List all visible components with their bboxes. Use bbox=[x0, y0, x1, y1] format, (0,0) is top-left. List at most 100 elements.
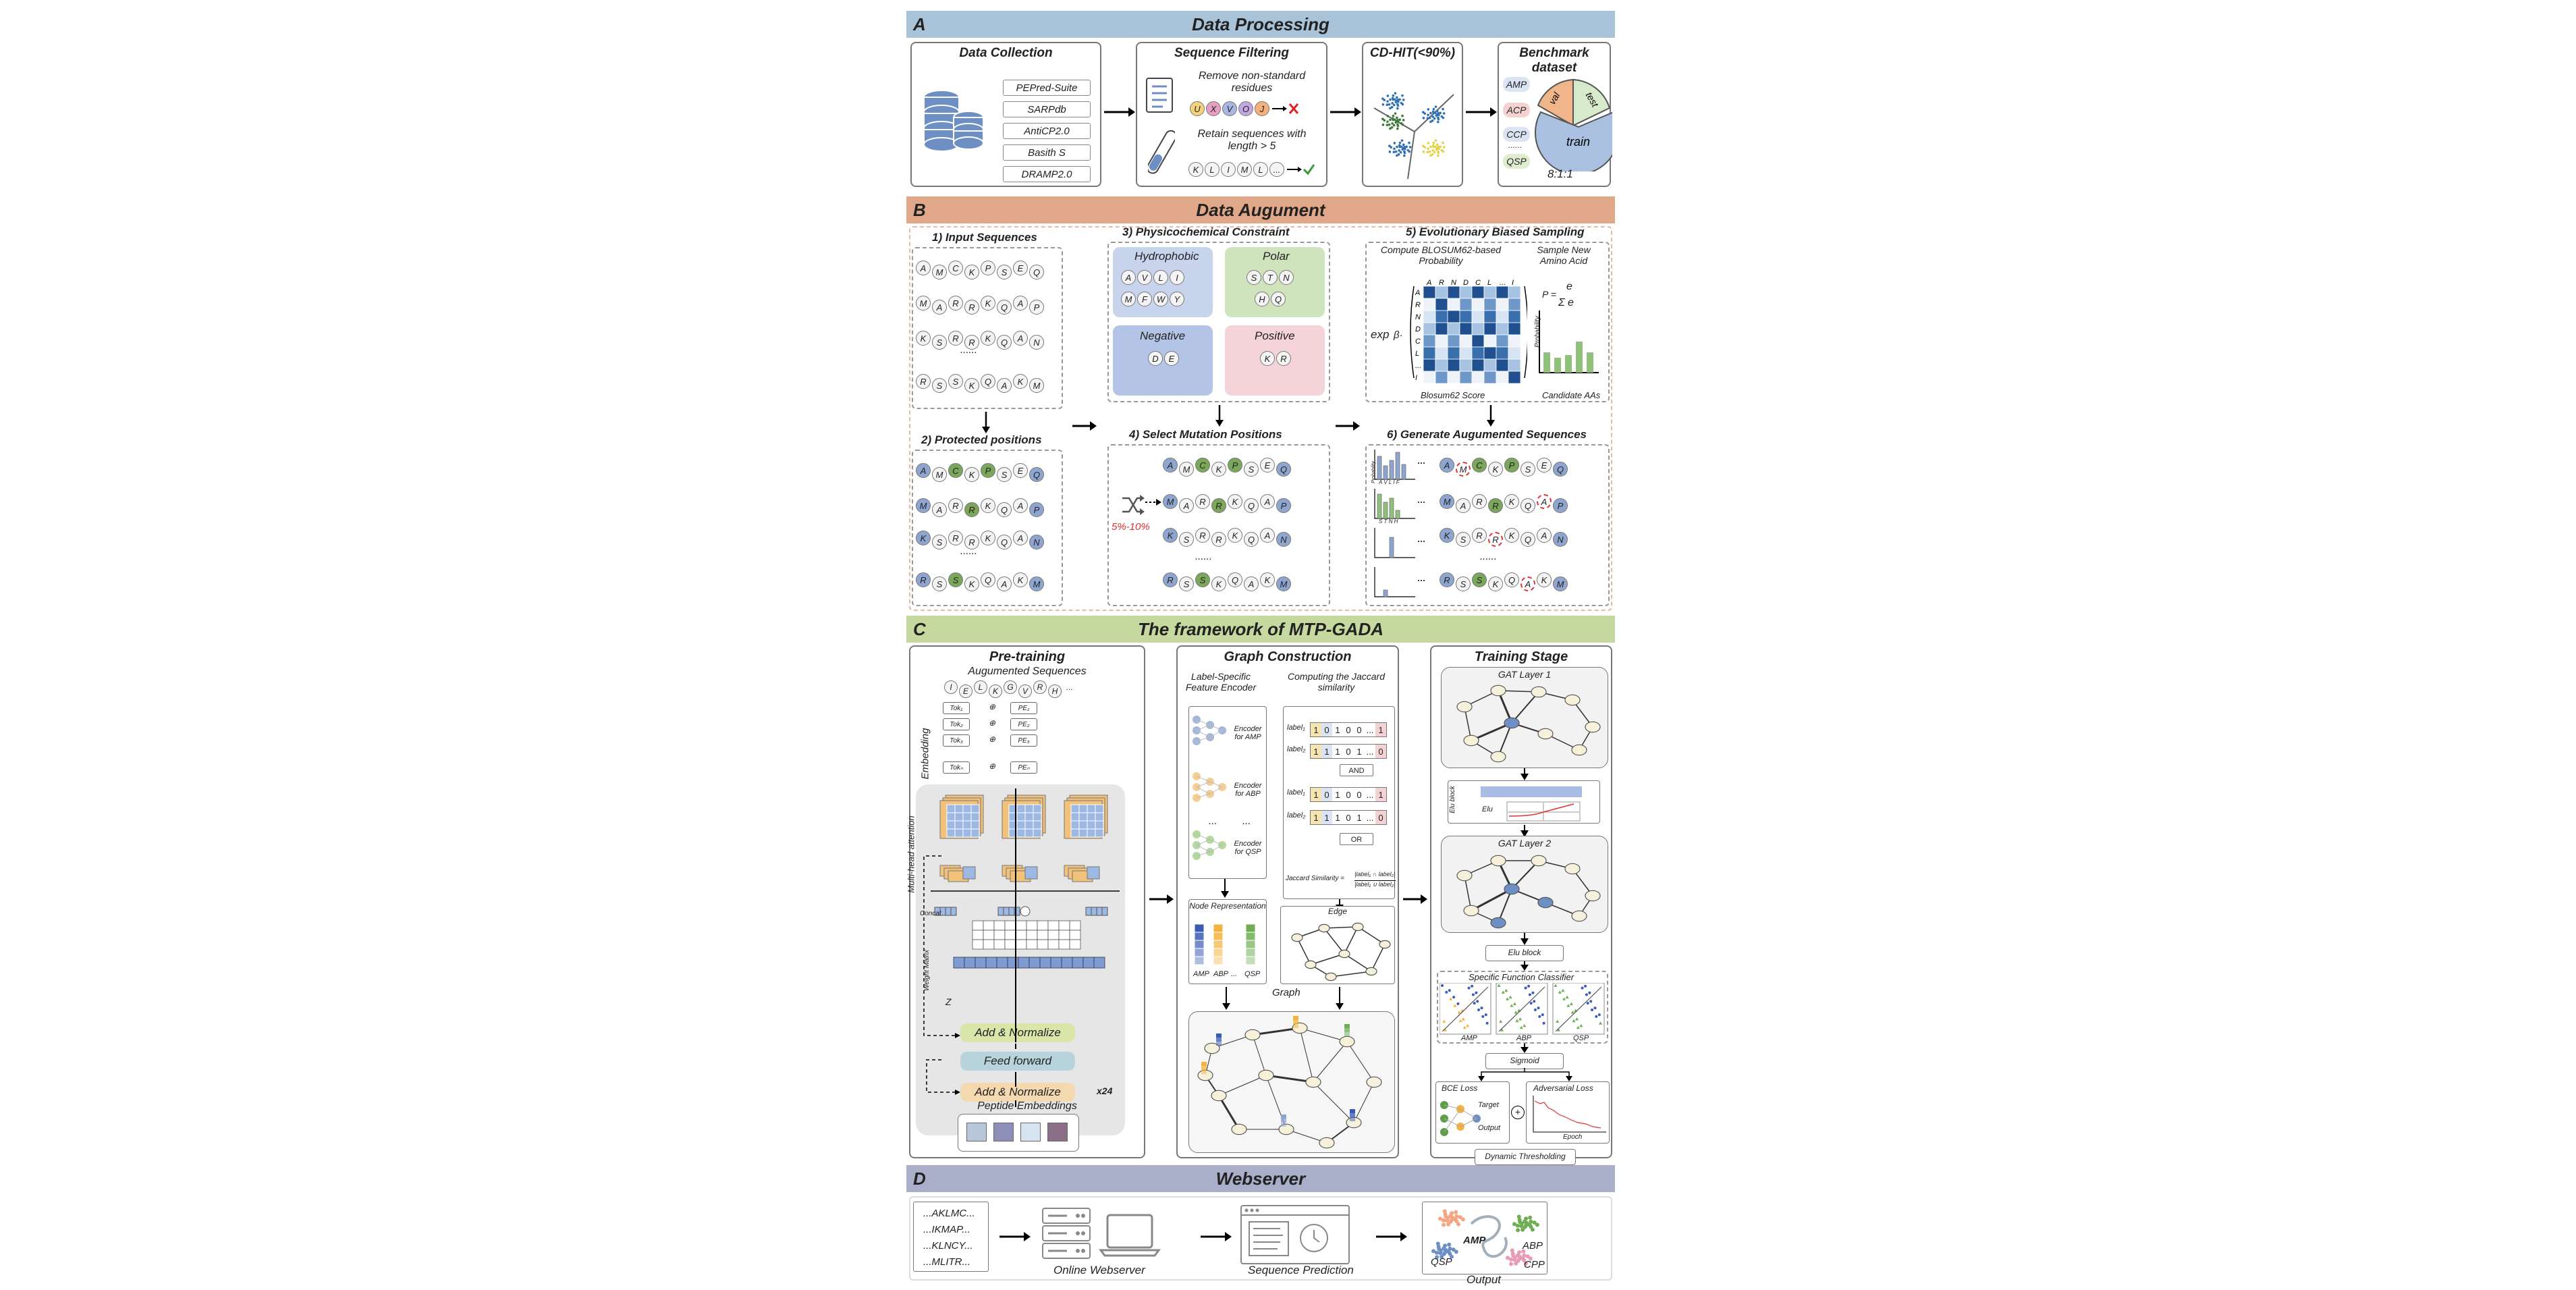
arrow-c1 bbox=[1149, 894, 1174, 904]
band-c: C The framework of MTP-GADA bbox=[906, 616, 1615, 643]
output-point bbox=[1446, 1222, 1451, 1227]
blosum-cell bbox=[1459, 298, 1473, 311]
classifier-point bbox=[1591, 1009, 1593, 1011]
node-vector-cell bbox=[1195, 948, 1205, 957]
gat2-box: GAT Layer 2 bbox=[1441, 836, 1608, 933]
letter-l: L bbox=[1205, 162, 1220, 177]
cluster-dot bbox=[1402, 119, 1405, 122]
cluster-dot bbox=[1431, 149, 1434, 152]
cluster-dot bbox=[1401, 103, 1404, 106]
polar-label: Polar bbox=[1263, 250, 1290, 263]
blosum-cell bbox=[1435, 334, 1448, 348]
bce-network bbox=[1440, 1101, 1481, 1136]
gen-residue: A bbox=[1440, 458, 1454, 473]
cluster-dot bbox=[1398, 98, 1401, 101]
benchmark-box: Benchmark dataset AMP ACP CCP ...... QSP… bbox=[1498, 42, 1612, 187]
classifier-point bbox=[1524, 986, 1527, 990]
arrow-shuffle bbox=[1145, 499, 1161, 506]
cluster-dot bbox=[1403, 145, 1406, 149]
protected-residue: K bbox=[1013, 572, 1028, 587]
classifier-point bbox=[1471, 993, 1475, 996]
output-point bbox=[1522, 1258, 1527, 1263]
gat2-graph bbox=[1456, 855, 1601, 929]
jaccard-bit: 1 bbox=[1321, 745, 1332, 758]
aa-f: F bbox=[1137, 292, 1152, 306]
cluster-dot bbox=[1431, 119, 1434, 122]
pre-residue: V bbox=[1018, 684, 1032, 698]
cluster-dot bbox=[1431, 144, 1435, 147]
blosum-col-label: R bbox=[1439, 279, 1444, 287]
protected-residue: Q bbox=[997, 535, 1012, 549]
aa-s: S bbox=[1246, 270, 1261, 285]
class-qsp: QSP bbox=[1503, 154, 1530, 169]
select-residue: R bbox=[1195, 528, 1210, 543]
test-tube-icon bbox=[1148, 130, 1175, 174]
arrow-t5 bbox=[1520, 1044, 1529, 1053]
graph-edge bbox=[1344, 926, 1359, 955]
arrow-a1 bbox=[1104, 107, 1135, 117]
or-op: OR bbox=[1340, 833, 1373, 845]
graph-node bbox=[1490, 751, 1506, 763]
classifier-point bbox=[1556, 1019, 1560, 1023]
letter-u: U bbox=[1190, 101, 1205, 116]
pre-embedding: Embedding bbox=[919, 728, 931, 780]
gen-residue: M bbox=[1553, 576, 1568, 591]
evo-right-label: Sample New Amino Acid bbox=[1537, 244, 1591, 266]
blosum-cell bbox=[1447, 310, 1460, 323]
elu-block-label: Elu block bbox=[1448, 786, 1456, 813]
graph-node bbox=[1585, 890, 1601, 902]
select-residue: Q bbox=[1244, 498, 1259, 513]
node-vector-cell bbox=[1245, 940, 1256, 949]
protected-residue: S bbox=[948, 572, 963, 587]
cluster-dot bbox=[1396, 118, 1399, 122]
select-residue: P bbox=[1228, 458, 1242, 473]
cluster-dot bbox=[1391, 122, 1394, 125]
graph-edge bbox=[1353, 1081, 1375, 1123]
select-residue: M bbox=[1163, 494, 1178, 509]
out-amp: AMP bbox=[1463, 1235, 1486, 1246]
add-icon: ⊕ bbox=[989, 702, 996, 711]
cluster-dot bbox=[1437, 145, 1440, 149]
input-residue: P bbox=[981, 261, 995, 275]
emb-3 bbox=[1020, 1123, 1041, 1141]
evo-left-label: Compute BLOSUM62-based Probability bbox=[1380, 244, 1502, 266]
protected-residue: K bbox=[964, 467, 979, 482]
cluster-dot bbox=[1390, 126, 1394, 129]
cluster-dot bbox=[1429, 154, 1432, 157]
out-cpp: CPP bbox=[1524, 1259, 1545, 1270]
polar-row1: S T N bbox=[1246, 270, 1294, 285]
bce-label: BCE Loss bbox=[1442, 1083, 1478, 1093]
node-vector-cell bbox=[1213, 956, 1224, 965]
protected-residue: N bbox=[1029, 535, 1044, 549]
blosum-cell bbox=[1423, 322, 1436, 335]
blosum-cell bbox=[1483, 334, 1497, 348]
graph-node bbox=[1231, 1123, 1247, 1135]
cluster-dot bbox=[1394, 101, 1398, 104]
protected-residue: P bbox=[981, 463, 995, 478]
aa-i: I bbox=[1170, 270, 1184, 285]
protected-residue: K bbox=[981, 531, 995, 545]
letter-x: X bbox=[1206, 101, 1221, 116]
sfc-qsp: QSP bbox=[1573, 1034, 1589, 1042]
output-point bbox=[1532, 1220, 1537, 1225]
band-b-title: Data Augument bbox=[1196, 199, 1325, 220]
jaccard-bit: 0 bbox=[1343, 723, 1354, 736]
cluster-dot bbox=[1422, 151, 1425, 153]
classifier-point bbox=[1531, 991, 1535, 994]
arrow-t1 bbox=[1520, 768, 1529, 780]
blosum-cell bbox=[1447, 346, 1460, 360]
blosum-cell bbox=[1496, 286, 1509, 299]
cluster-dot bbox=[1439, 145, 1442, 149]
cluster-dot bbox=[1396, 98, 1399, 101]
band-d: D Webserver bbox=[906, 1165, 1615, 1192]
cluster-dot bbox=[1437, 117, 1440, 121]
letter-k: K bbox=[1188, 162, 1203, 177]
output-label: Output bbox=[1467, 1273, 1502, 1286]
output-point bbox=[1530, 1227, 1535, 1232]
graph-node bbox=[1490, 684, 1506, 697]
